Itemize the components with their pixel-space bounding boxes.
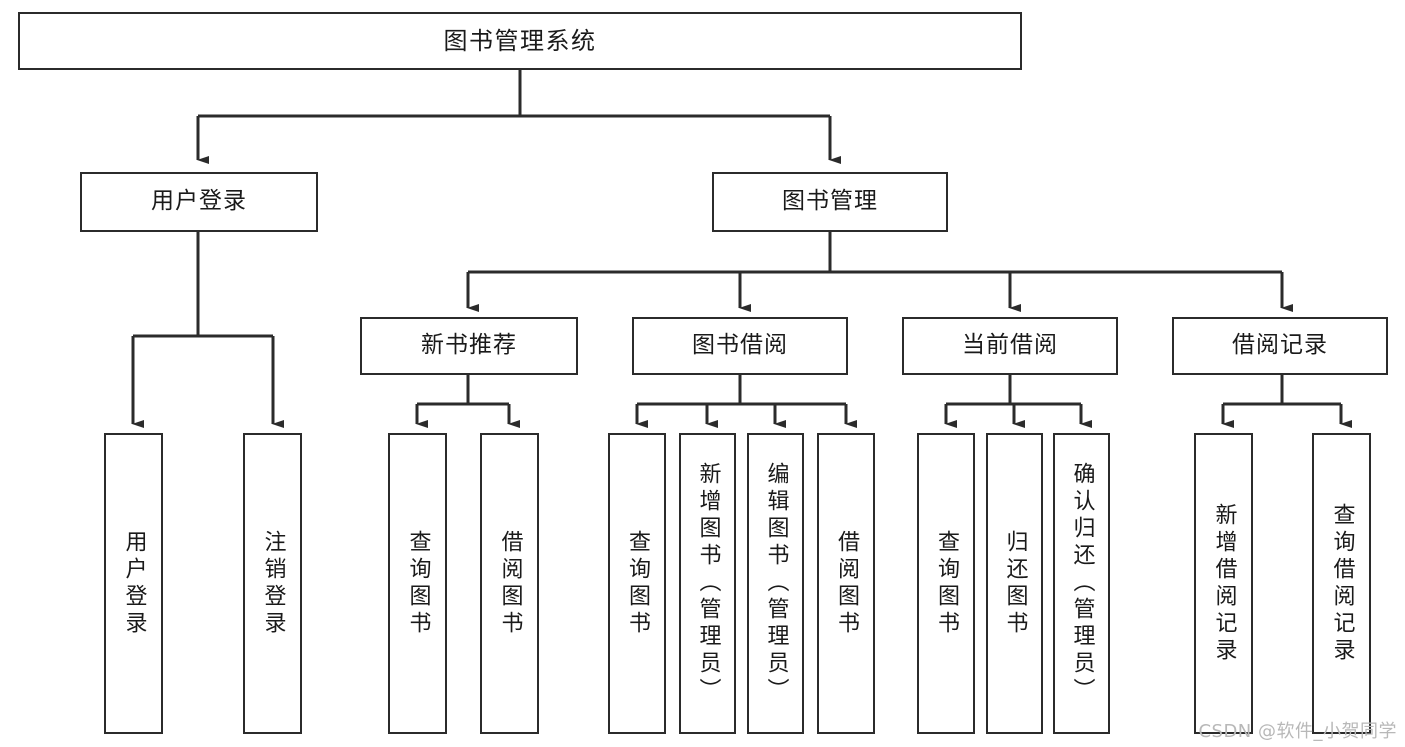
leaf-return-book[interactable]: 归还图书 bbox=[986, 433, 1043, 734]
node-user-login[interactable]: 用户登录 bbox=[80, 172, 318, 232]
node-label: 查询借阅记录 bbox=[1329, 502, 1355, 665]
leaf-borrow-book[interactable]: 借阅图书 bbox=[817, 433, 875, 734]
node-book-management-system[interactable]: 图书管理系统 bbox=[18, 12, 1022, 70]
leaf-user-login[interactable]: 用户登录 bbox=[104, 433, 163, 734]
leaf-query-borrow-record[interactable]: 查询借阅记录 bbox=[1312, 433, 1371, 734]
node-label: 图书管理系统 bbox=[443, 26, 597, 55]
node-label: 用户登录 bbox=[121, 529, 147, 638]
leaf-confirm-return-admin[interactable]: 确认归还（管理员） bbox=[1053, 433, 1110, 734]
node-current-borrow[interactable]: 当前借阅 bbox=[902, 317, 1118, 375]
node-label: 借阅记录 bbox=[1232, 332, 1328, 359]
node-label: 查询图书 bbox=[405, 529, 431, 638]
leaf-borrow-book-recommend[interactable]: 借阅图书 bbox=[480, 433, 539, 734]
node-label: 新书推荐 bbox=[421, 332, 517, 359]
node-label: 查询图书 bbox=[625, 529, 650, 638]
node-label: 图书管理 bbox=[782, 188, 878, 215]
leaf-query-book-borrow[interactable]: 查询图书 bbox=[608, 433, 666, 734]
node-label: 新增借阅记录 bbox=[1211, 502, 1237, 665]
node-label: 新增图书（管理员） bbox=[695, 462, 721, 705]
node-new-book-recommend[interactable]: 新书推荐 bbox=[360, 317, 578, 375]
leaf-add-borrow-record[interactable]: 新增借阅记录 bbox=[1194, 433, 1253, 734]
node-label: 注销登录 bbox=[260, 529, 286, 638]
leaf-edit-book-admin[interactable]: 编辑图书（管理员） bbox=[747, 433, 804, 734]
node-label: 归还图书 bbox=[1002, 529, 1028, 638]
node-label: 确认归还（管理员） bbox=[1069, 462, 1095, 705]
node-label: 编辑图书（管理员） bbox=[763, 462, 789, 705]
node-borrow-record[interactable]: 借阅记录 bbox=[1172, 317, 1388, 375]
node-label: 当前借阅 bbox=[962, 332, 1058, 359]
node-label: 用户登录 bbox=[151, 188, 247, 215]
leaf-add-book-admin[interactable]: 新增图书（管理员） bbox=[679, 433, 736, 734]
node-label: 图书借阅 bbox=[692, 332, 788, 359]
node-label: 查询图书 bbox=[934, 529, 959, 638]
leaf-query-book-recommend[interactable]: 查询图书 bbox=[388, 433, 447, 734]
node-label: 借阅图书 bbox=[834, 529, 859, 638]
node-book-management[interactable]: 图书管理 bbox=[712, 172, 948, 232]
leaf-query-book-current[interactable]: 查询图书 bbox=[917, 433, 975, 734]
leaf-logout-login[interactable]: 注销登录 bbox=[243, 433, 302, 734]
node-label: 借阅图书 bbox=[497, 529, 523, 638]
node-book-borrow[interactable]: 图书借阅 bbox=[632, 317, 848, 375]
watermark-text: CSDN @软件_小贺同学 bbox=[1198, 721, 1397, 742]
